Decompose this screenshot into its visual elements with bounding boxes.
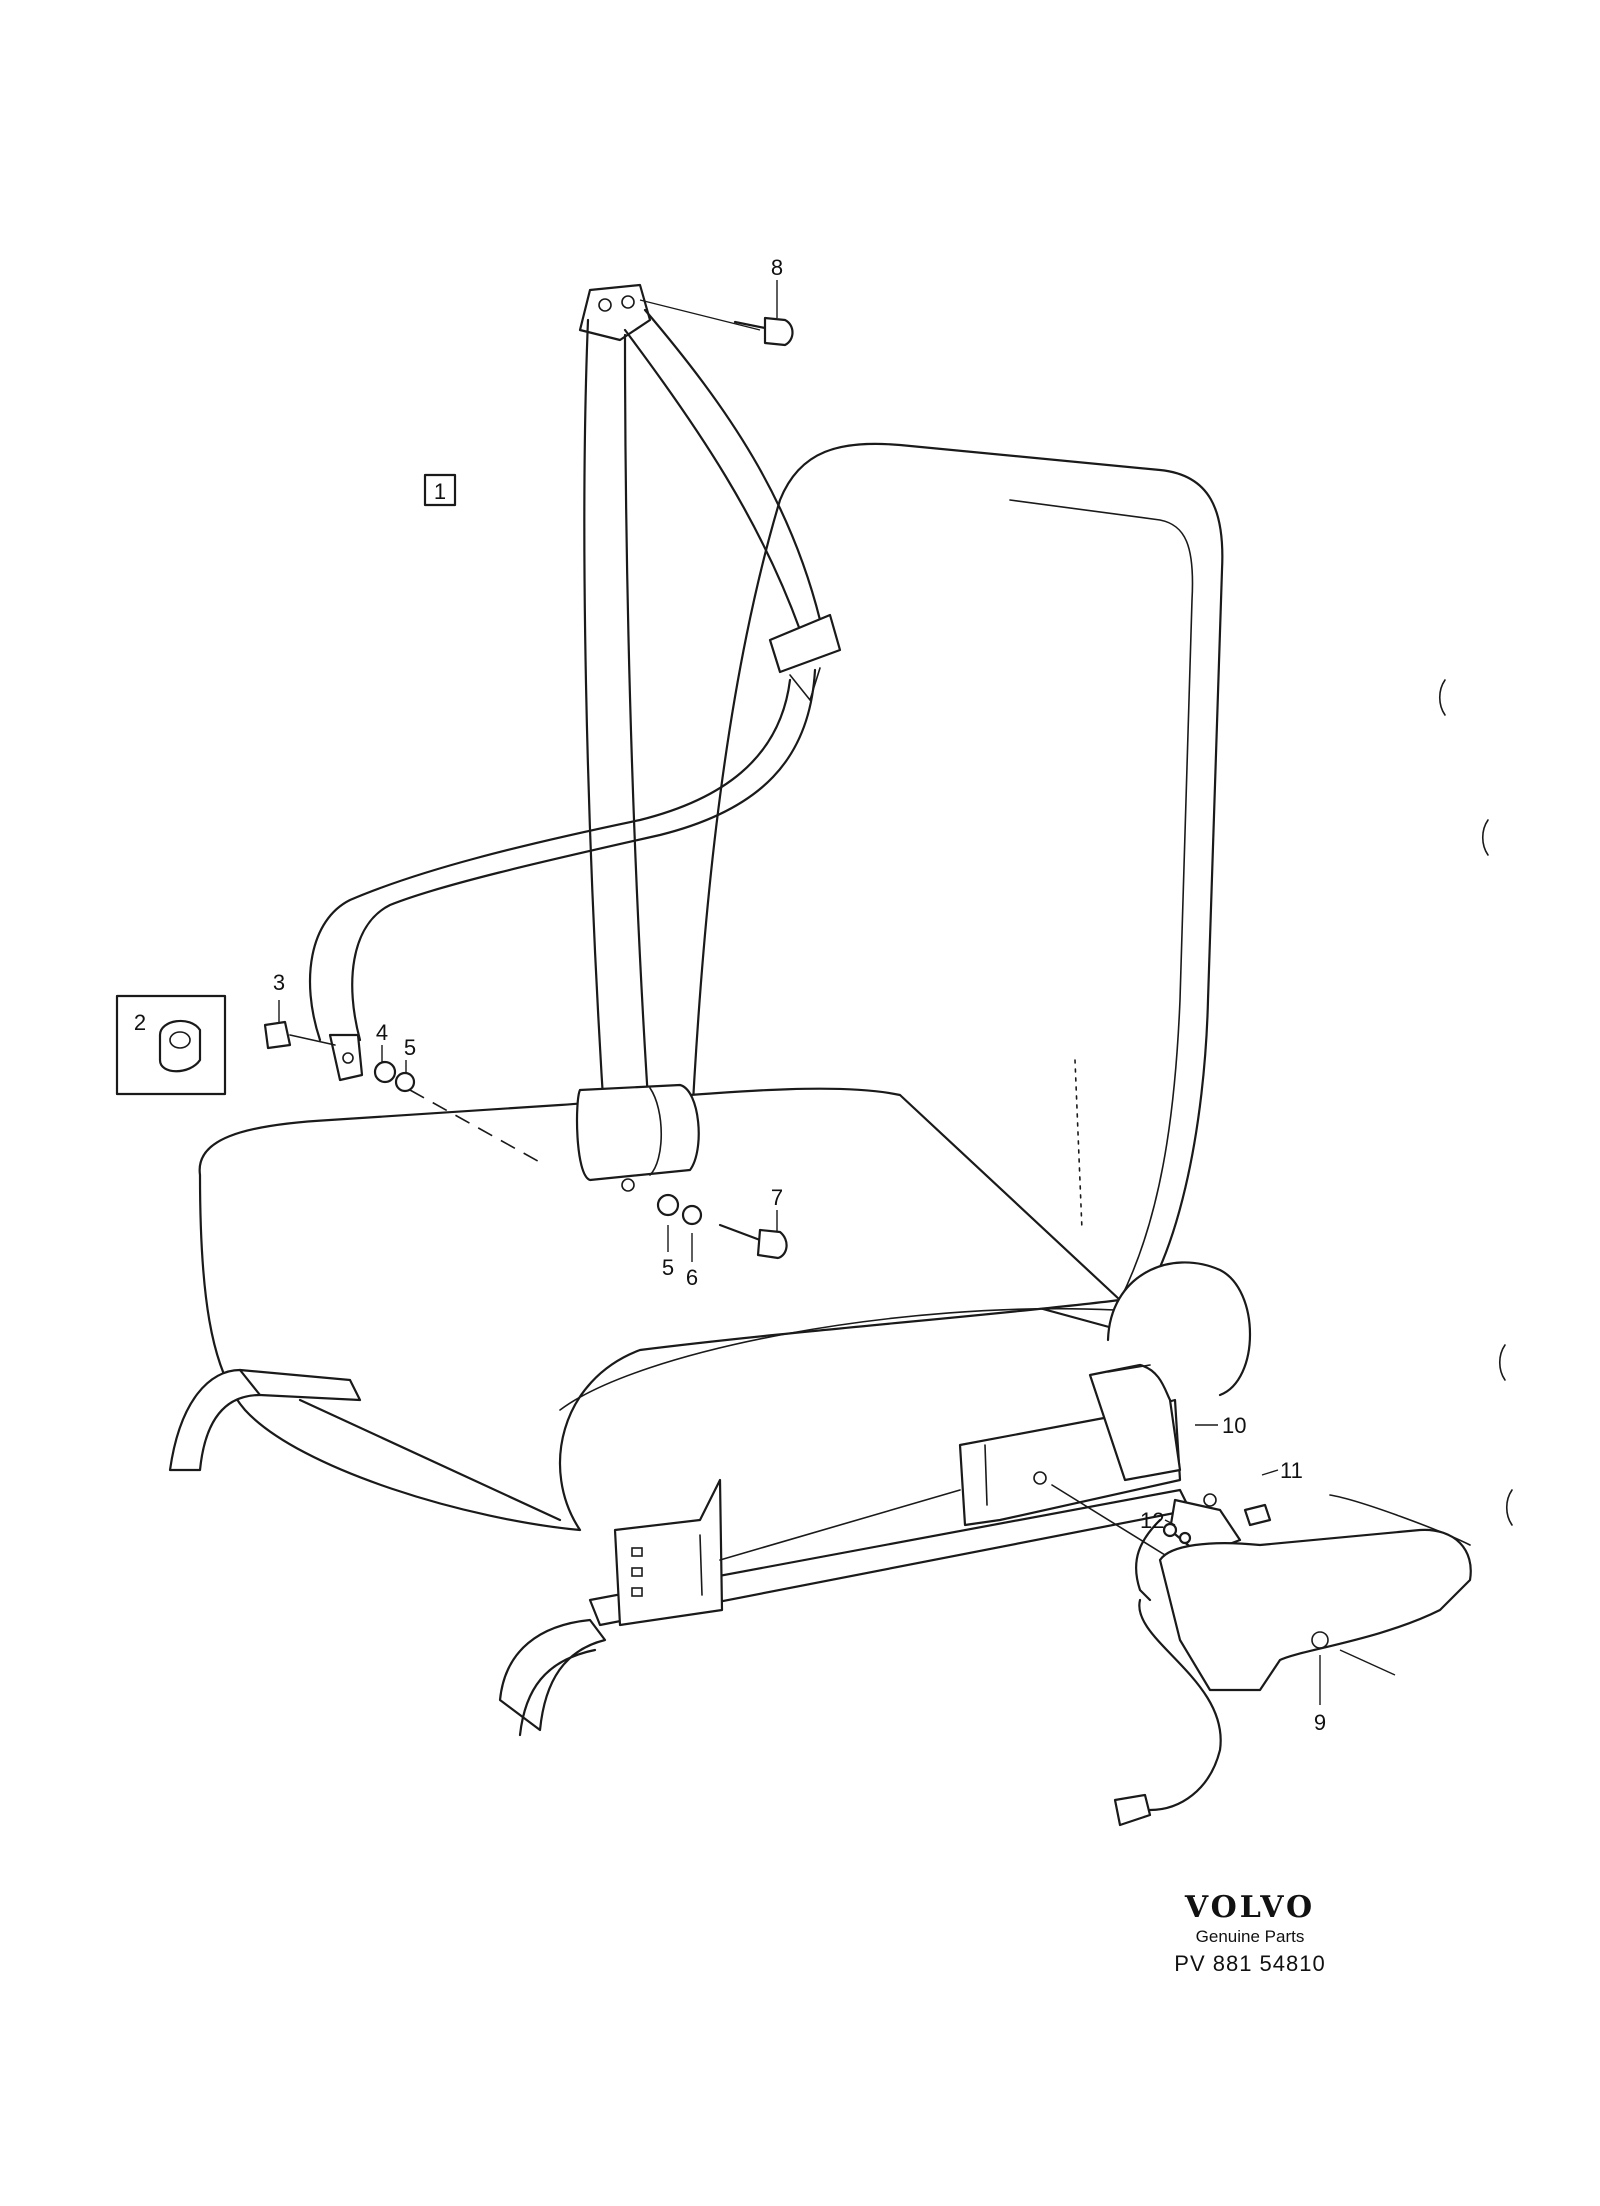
callout-9: 9 — [1314, 1710, 1326, 1735]
brand-block: VOLVO Genuine Parts PV 881 54810 — [1120, 1890, 1380, 1977]
callout-10: 10 — [1222, 1413, 1246, 1438]
inner-anchor-bolt — [656, 1193, 788, 1260]
genuine-parts-label: Genuine Parts — [1195, 1927, 1305, 1946]
belt-retractor — [575, 1083, 700, 1192]
callout-12: 12 — [1140, 1508, 1164, 1533]
callout-leaders — [278, 280, 1321, 1705]
callout-5-outer: 5 — [404, 1035, 416, 1060]
callout-1: 1 — [434, 479, 446, 504]
margin-marks — [1438, 679, 1513, 1526]
callout-4: 4 — [376, 1020, 388, 1045]
callout-3: 3 — [273, 970, 285, 995]
callout-7: 7 — [771, 1185, 783, 1210]
volvo-logo: VOLVO — [1184, 1890, 1316, 1925]
lower-outer-anchor — [263, 1020, 546, 1166]
callout-5-inner: 5 — [662, 1255, 674, 1280]
callout-box-1 — [423, 473, 457, 507]
upper-anchor-bolt — [639, 299, 794, 347]
inset-box-2 — [115, 994, 227, 1096]
callout-6: 6 — [686, 1265, 698, 1290]
seat-belt-strap — [308, 283, 842, 1132]
buckle-assembly — [1088, 1261, 1472, 1827]
callout-2: 2 — [134, 1010, 146, 1035]
callout-8: 8 — [771, 255, 783, 280]
part-code: PV 881 54810 — [1174, 1951, 1326, 1976]
callout-11: 11 — [1280, 1458, 1303, 1483]
